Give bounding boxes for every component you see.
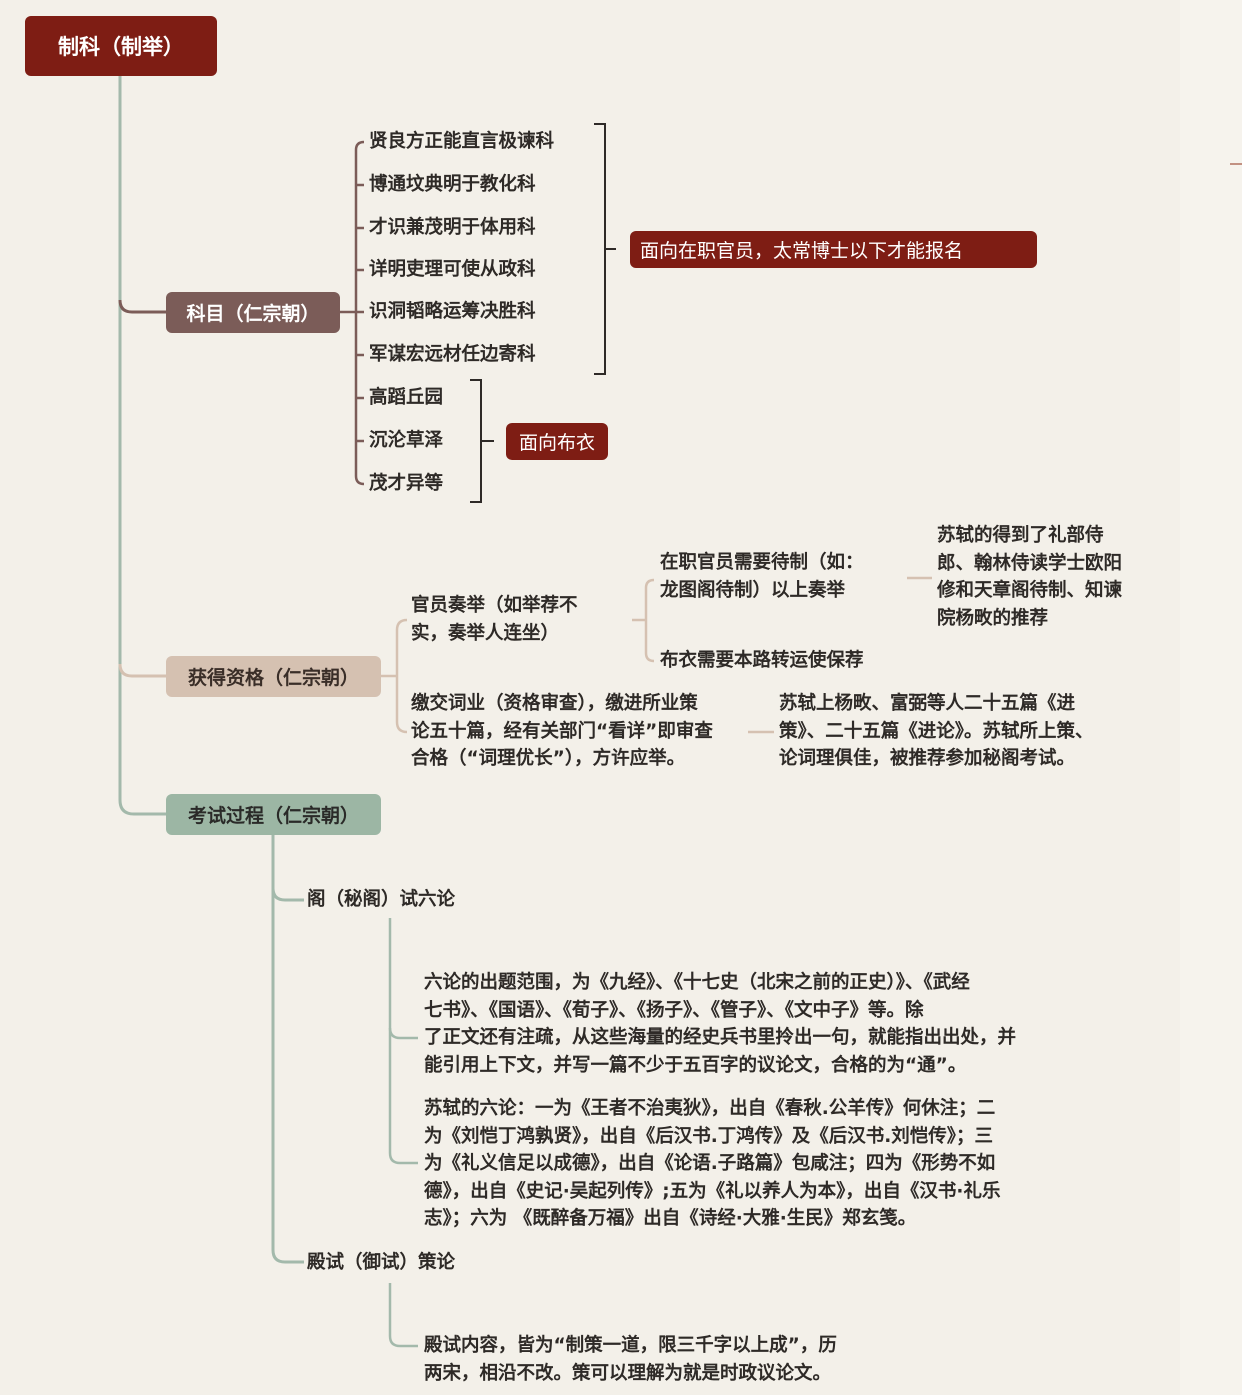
palace-exam-content-text: 殿试内容，皆为“制策一道，限三千字以上成”，历 两宋，相沿不改。策可以理解为就是… [424, 1335, 837, 1384]
subject-item: 详明吏理可使从政科 [369, 259, 536, 280]
submission-text: 缴交词业（资格审查），缴进所业策 论五十篇，经有关部门“看详”即审查 合格（“词… [411, 693, 713, 769]
commoners-recommendation-text: 布衣需要本路转运使保荐 [660, 650, 864, 671]
subject-item: 军谋宏远材任边寄科 [369, 344, 536, 365]
subject-item: 茂才异等 [369, 473, 444, 494]
exam-process-node[interactable]: 考试过程（仁宗朝） [166, 794, 381, 835]
recommendation-text: 官员奏举（如举荐不 实，奏举人连坐） [411, 595, 578, 644]
root-node[interactable]: 制科（制举） [25, 16, 217, 76]
dian-shi-label: 殿试（御试）策论 [307, 1252, 456, 1273]
sushi-recommendation-example: 苏轼的得到了礼部侍 郎、翰林侍读学士欧阳 修和天章阁待制、知谏 院杨畋的推荐 [937, 525, 1123, 629]
subject-item: 才识兼茂明于体用科 [369, 217, 536, 238]
subject-item: 博通坟典明于教化科 [369, 174, 536, 195]
ge-shi-label: 阁（秘阁）试六论 [307, 889, 456, 910]
officials-tag: 面向在职官员，太常博士以下才能报名 [630, 231, 1037, 268]
subject-item: 贤良方正能直言极谏科 [369, 131, 555, 152]
sushi-submission-example: 苏轼上杨畋、富弼等人二十五篇《进 策》、二十五篇《进论》。苏轼所上策、 论词理俱… [779, 693, 1094, 769]
officials-recommendation-text: 在职官员需要待制（如： 龙图阁待制）以上奏举 [660, 552, 864, 601]
background-texture-right [1180, 0, 1242, 1395]
subject-item: 高蹈丘园 [369, 387, 444, 408]
six-essays-scope-text: 六论的出题范围，为《九经》、《十七史（北宋之前的正史）》、《武经 七书》、《国语… [424, 972, 1017, 1076]
commoners-tag: 面向布衣 [506, 423, 608, 460]
qualification-node[interactable]: 获得资格（仁宗朝） [166, 656, 381, 697]
sushi-six-essays-text: 苏轼的六论：一为《王者不治夷狄》，出自《春秋.公羊传》何休注；二 为《刘恺丁鸿孰… [424, 1098, 1001, 1229]
subject-item: 沉沦草泽 [369, 430, 444, 451]
subject-item: 识洞韬略运筹决胜科 [369, 301, 536, 322]
subjects-node[interactable]: 科目（仁宗朝） [166, 292, 340, 333]
